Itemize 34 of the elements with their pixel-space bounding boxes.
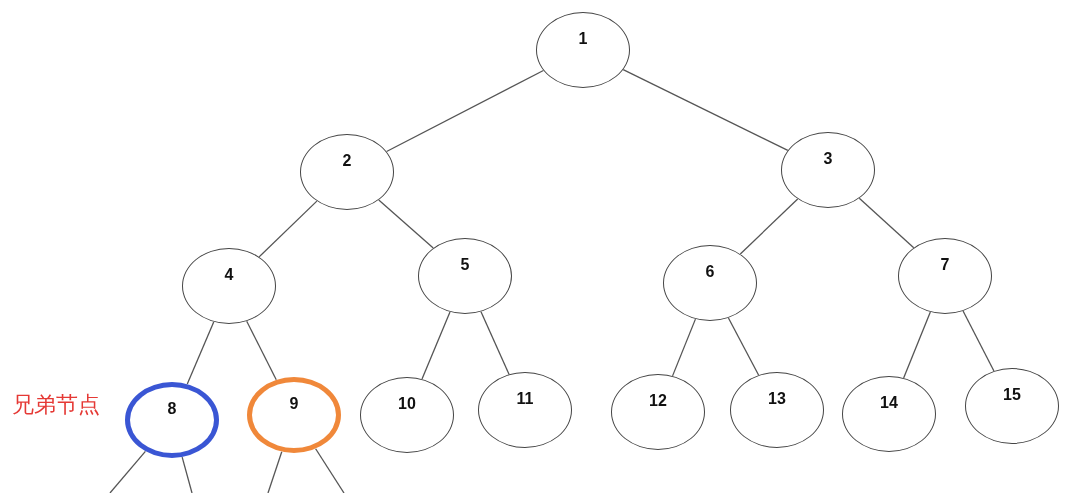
connector-line [315, 448, 345, 493]
node-number: 2 [342, 152, 352, 170]
connector-line [421, 311, 451, 380]
connector-line [258, 200, 318, 258]
connector-line [671, 318, 697, 377]
node-number: 1 [578, 30, 588, 48]
connector-line [903, 311, 931, 379]
connector-line [962, 310, 995, 372]
node-number: 5 [460, 256, 470, 274]
connector-line [109, 450, 147, 493]
connector-line [378, 199, 434, 249]
annotation-text: 兄弟节点 [12, 391, 100, 419]
node-number: 13 [768, 390, 786, 408]
node-number: 6 [705, 263, 715, 281]
node-number: 11 [516, 390, 534, 408]
connector-line [186, 321, 215, 385]
node-number: 10 [398, 395, 416, 413]
connector-line [267, 451, 283, 493]
connector-line [739, 198, 799, 255]
node-number: 9 [289, 395, 299, 413]
connector-line [480, 311, 510, 375]
node-number: 14 [880, 394, 898, 412]
connector-line [727, 317, 760, 376]
connector-line [246, 320, 277, 381]
node-number: 8 [167, 400, 177, 418]
connector-line [181, 456, 193, 493]
node-number: 15 [1003, 386, 1021, 404]
node-number: 4 [224, 266, 234, 284]
connector-line [858, 197, 915, 249]
connector-line [385, 69, 545, 153]
node-number: 3 [823, 150, 833, 168]
connector-line [622, 69, 789, 151]
node-number: 12 [649, 392, 667, 410]
node-number: 7 [940, 256, 950, 274]
